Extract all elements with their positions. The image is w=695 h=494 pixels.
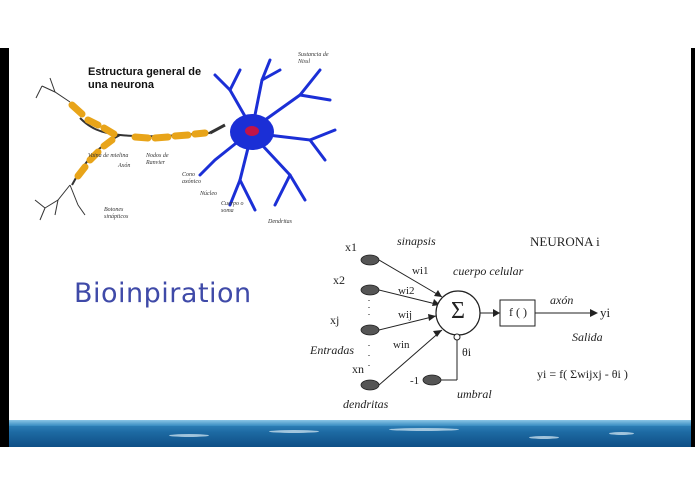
- slide-title: Bioinpiration: [74, 278, 252, 309]
- activation-box: [499, 299, 536, 327]
- weight-wi2: wi2: [398, 285, 415, 297]
- label-umbral: umbral: [457, 387, 492, 401]
- input-x2: x2: [333, 273, 345, 287]
- neuron-figure-title: Estructura general de una neurona: [88, 66, 202, 91]
- label-dendritas-model: dendritas: [343, 397, 389, 411]
- label-vaina: Vaina de mielina: [88, 153, 129, 159]
- label-nodos: Nodos de Ranvier: [146, 153, 169, 166]
- threshold-node: [453, 333, 461, 341]
- formula: yi = f( Σwijxj - θi ): [537, 367, 628, 381]
- cell-body: [198, 58, 337, 212]
- threshold-label: θi: [462, 345, 472, 359]
- weight-wij: wij: [398, 309, 413, 321]
- slide: [0, 48, 695, 447]
- input-nodes: [360, 254, 442, 391]
- label-botones: Botones sinápticos: [104, 207, 129, 220]
- output-label: yi: [600, 305, 611, 320]
- activation-label: f ( ): [509, 305, 527, 319]
- left-border: [0, 48, 9, 447]
- label-axon: Axón: [118, 163, 131, 169]
- label-nucleo: Núcleo: [200, 191, 217, 197]
- right-border: [691, 48, 695, 447]
- label-sinapsis: sinapsis: [397, 234, 436, 248]
- axon-myelin: [34, 77, 211, 221]
- input-x1: x1: [345, 240, 357, 254]
- label-dendritas: Dendritas: [268, 219, 292, 225]
- model-title: NEURONA i: [530, 234, 600, 249]
- ocean-footer-band: [9, 420, 691, 447]
- label-cuerpo: Cuerpo o soma: [221, 201, 244, 214]
- label-salida: Salida: [572, 330, 603, 344]
- label-cono: Cono axónico: [182, 172, 201, 185]
- label-cuerpo-celular: cuerpo celular: [453, 264, 524, 278]
- input-xj: xj: [330, 313, 340, 327]
- bias-input: -1: [410, 375, 420, 387]
- label-entradas: Entradas: [310, 343, 355, 357]
- sum-symbol: Σ: [451, 298, 465, 324]
- weight-win: win: [393, 339, 410, 351]
- input-arrows: [378, 259, 595, 386]
- input-xn: xn: [352, 362, 364, 376]
- label-sustancia: Sustancia de Nissl: [298, 52, 329, 65]
- weight-wi1: wi1: [412, 265, 429, 277]
- label-axon-model: axón: [550, 293, 574, 307]
